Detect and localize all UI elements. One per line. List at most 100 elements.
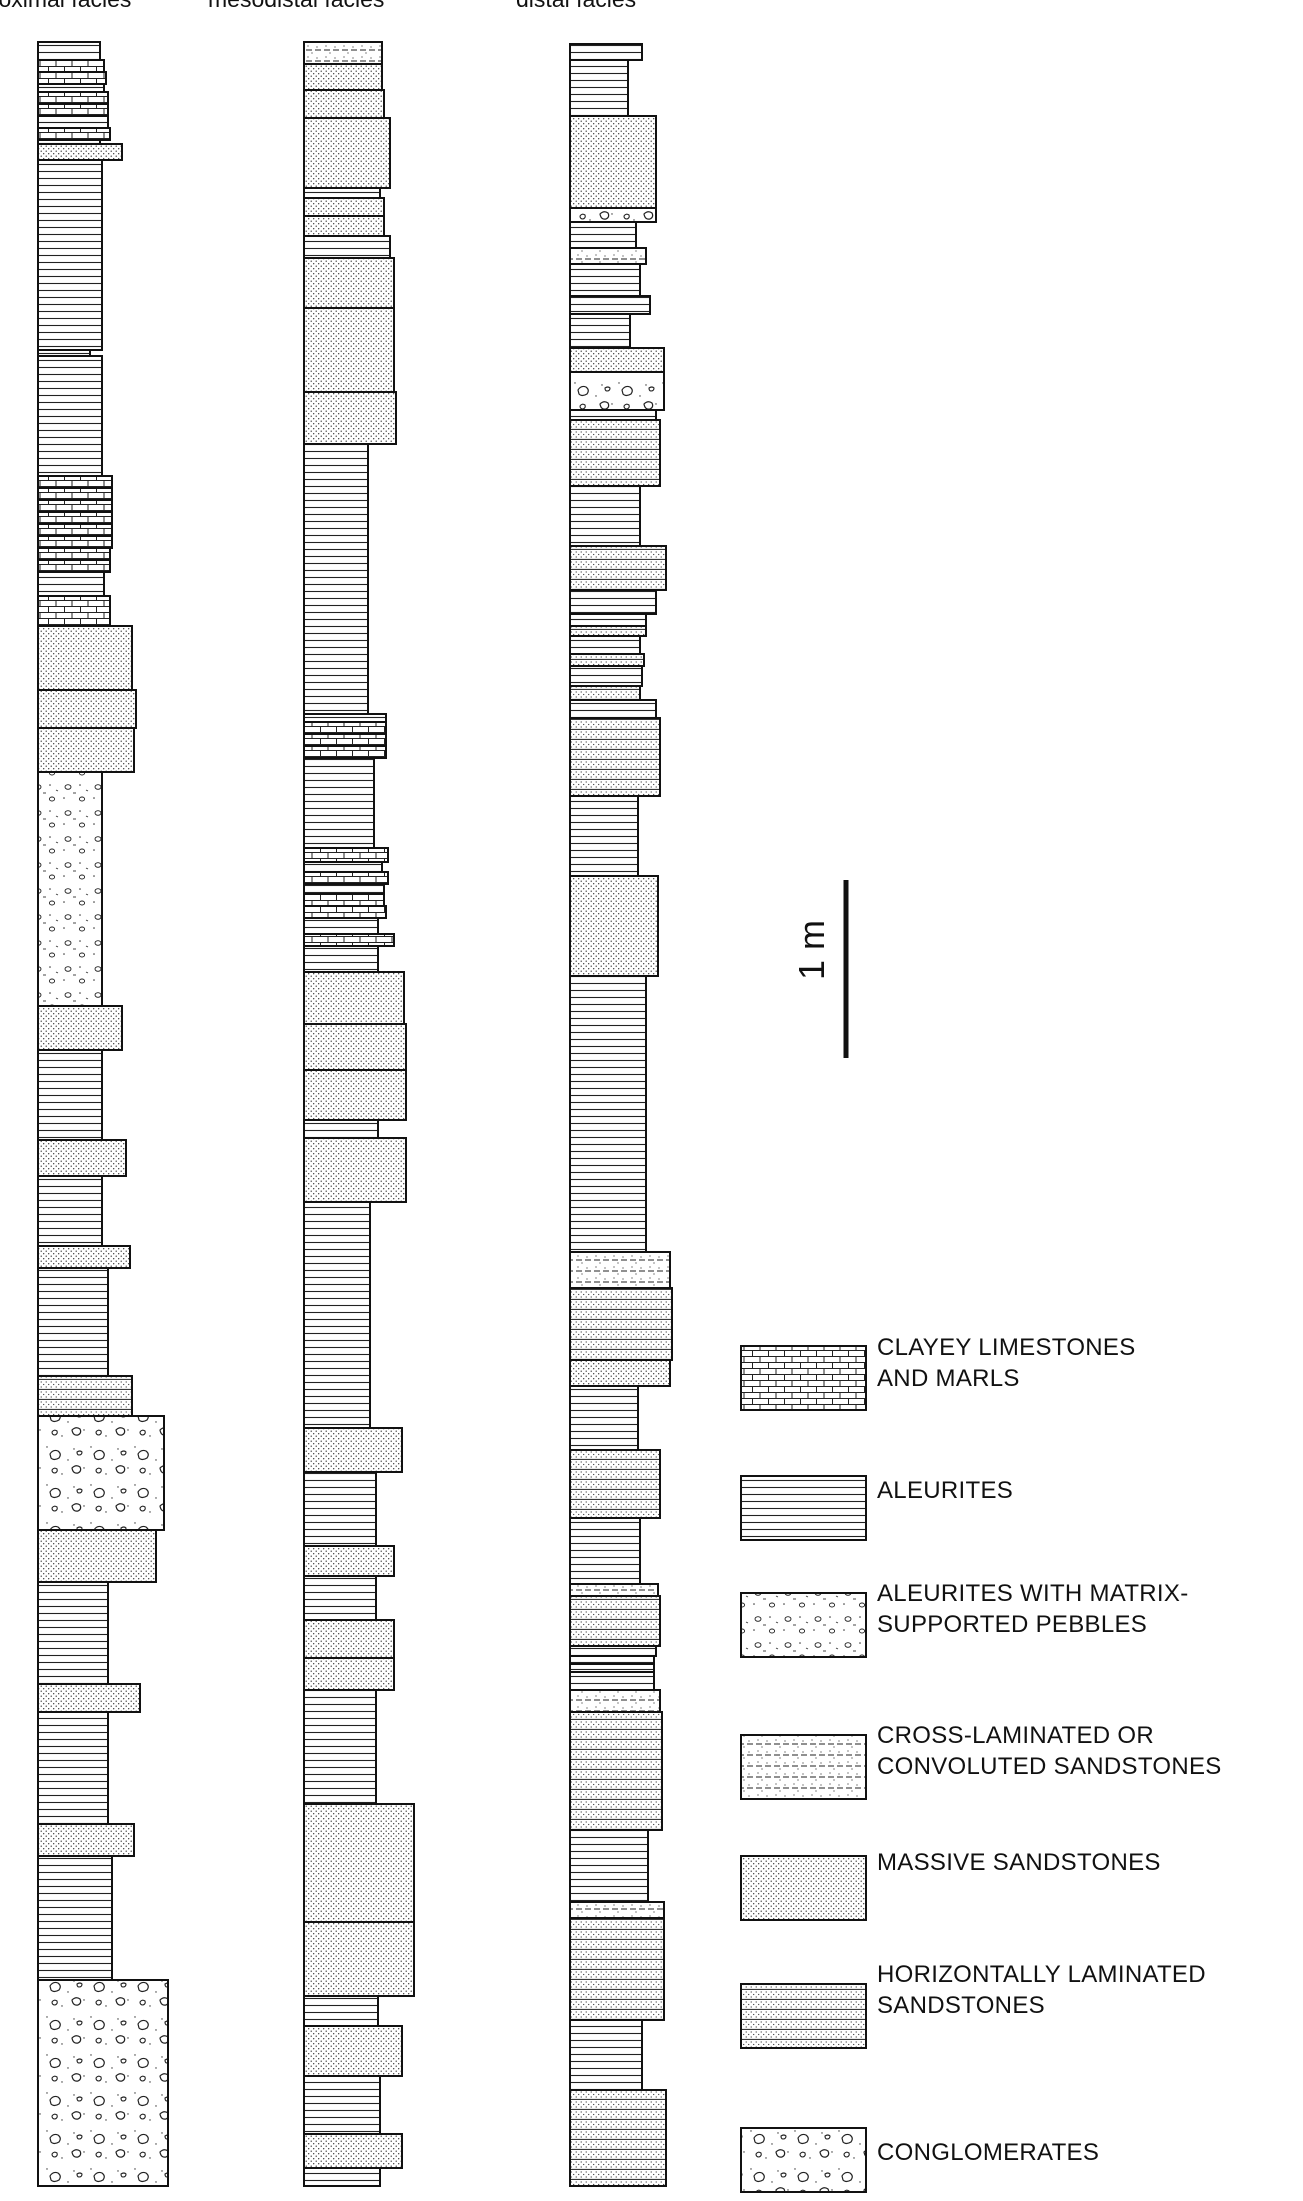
clayey-limestone-bed [303, 905, 387, 919]
legend-line: ALEURITES WITH MATRIX- [877, 1580, 1189, 1607]
massive-sandstone-bed [303, 89, 385, 119]
massive-sandstone-bed [303, 197, 385, 217]
clayey-limestone-bed [37, 535, 113, 549]
massive-sandstone-bed [303, 1023, 407, 1071]
aleurites-bed [37, 83, 105, 93]
aleurites-bed [569, 975, 647, 1253]
aleurites-bed [569, 43, 643, 61]
horizontally-laminated-sandstone-bed [569, 1595, 661, 1647]
horizontally-laminated-sandstone-bed [569, 419, 661, 487]
massive-sandstone-bed [37, 1683, 141, 1713]
aleurites-bed [569, 795, 639, 877]
aleurites-bed [37, 1267, 109, 1377]
legend-label-conglomerates: CONGLOMERATES [877, 2137, 1099, 2168]
massive-sandstone-bed [303, 117, 391, 189]
massive-sandstone-bed [569, 875, 659, 977]
massive-sandstone-bed [37, 143, 123, 161]
aleurites-bed [569, 2019, 643, 2091]
massive-sandstone-bed [37, 1005, 123, 1051]
legend-line: HORIZONTALLY LAMINATED [877, 1961, 1206, 1988]
cross-laminated-sandstone-bed [569, 1583, 659, 1597]
aleurites-bed [37, 159, 103, 351]
aleurites-bed [37, 1581, 109, 1685]
clayey-limestone-bed [303, 745, 387, 759]
legend-swatch-conglomerates [740, 2127, 867, 2193]
massive-sandstone-bed [303, 307, 395, 393]
conglomerate-bed [569, 207, 657, 223]
pebbly-aleurite-bed [37, 771, 103, 1007]
cross-laminated-sandstone-bed [569, 1251, 671, 1289]
column-title-distal: distal facies [516, 0, 636, 11]
aleurites-bed [303, 757, 375, 849]
clayey-limestone-bed [37, 511, 113, 525]
legend-swatch-massive-sandstones [740, 1855, 867, 1921]
clayey-limestone-bed [37, 487, 113, 501]
legend-swatch-horiz-laminated [740, 1983, 867, 2049]
legend-swatch-aleurites [740, 1475, 867, 1541]
aleurites-bed [37, 1175, 103, 1247]
clayey-limestone-bed [37, 595, 111, 627]
legend-label-cross-laminated: CROSS-LAMINATED OR CONVOLUTED SANDSTONES [877, 1720, 1222, 1782]
massive-sandstone-bed [37, 1245, 131, 1269]
massive-sandstone-bed [303, 2133, 403, 2169]
aleurites-bed [303, 2075, 381, 2135]
legend-label-aleurites: ALEURITES [877, 1475, 1013, 1506]
aleurites-bed [303, 1575, 377, 1621]
massive-sandstone-bed [303, 1069, 407, 1121]
aleurites-bed [37, 1711, 109, 1825]
massive-sandstone-bed [303, 215, 385, 237]
clayey-limestone-bed [37, 547, 111, 561]
massive-sandstone-bed [37, 1139, 127, 1177]
aleurites-bed [569, 485, 641, 547]
clayey-limestone-bed [37, 475, 113, 489]
horizontally-laminated-sandstone-bed [569, 625, 647, 637]
massive-sandstone-bed [303, 391, 397, 445]
legend-line: CLAYEY LIMESTONES [877, 1334, 1136, 1361]
aleurites-bed [569, 613, 647, 627]
legend-label-massive-sandstones: MASSIVE SANDSTONES [877, 1847, 1161, 1878]
aleurites-bed [569, 1517, 641, 1585]
horizontally-laminated-sandstone-bed [569, 653, 645, 667]
clayey-limestone-bed [303, 847, 389, 863]
clayey-limestone-bed [37, 103, 109, 117]
horizontally-laminated-sandstone-bed [569, 1449, 661, 1519]
clayey-limestone-bed [37, 559, 111, 573]
aleurites-bed [37, 115, 109, 129]
aleurites-bed [37, 1855, 113, 1981]
legend-line: SANDSTONES [877, 1992, 1045, 2019]
massive-sandstone-bed [303, 1657, 395, 1691]
massive-sandstone-bed [569, 1359, 671, 1387]
clayey-limestone-bed [37, 91, 109, 105]
legend-swatch-aleurites-pebbles [740, 1592, 867, 1658]
clayey-limestone-bed [303, 721, 387, 735]
massive-sandstone-bed [37, 689, 137, 729]
aleurites-bed [37, 41, 101, 61]
horizontally-laminated-sandstone-bed [569, 1711, 663, 1831]
massive-sandstone-bed [37, 1529, 157, 1583]
aleurites-bed [569, 1663, 655, 1673]
column-title-proximal: proximal facies [0, 0, 131, 11]
massive-sandstone-bed [303, 2025, 403, 2077]
aleurites-bed [569, 1645, 657, 1657]
aleurites-bed [37, 571, 105, 597]
legend-swatch-clayey-limestones [740, 1345, 867, 1411]
legend-line: ALEURITES [877, 1477, 1014, 1504]
log-column-distal [569, 43, 673, 2187]
clayey-limestone-bed [303, 933, 395, 947]
aleurites-bed [303, 1471, 377, 1547]
clayey-limestone-bed [303, 893, 385, 907]
aleurites-bed [303, 1119, 379, 1139]
aleurites-bed [569, 1671, 655, 1691]
cross-laminated-sandstone-bed [569, 247, 647, 265]
aleurites-bed [569, 313, 631, 349]
clayey-limestone-bed [37, 71, 107, 85]
aleurites-bed [303, 2167, 381, 2187]
aleurites-bed [303, 917, 379, 935]
massive-sandstone-bed [303, 1137, 407, 1203]
aleurites-bed [569, 1655, 655, 1665]
massive-sandstone-bed [37, 625, 133, 691]
aleurites-bed [569, 665, 643, 687]
clayey-limestone-bed [37, 127, 111, 141]
legend-line: CONVOLUTED SANDSTONES [877, 1753, 1222, 1780]
